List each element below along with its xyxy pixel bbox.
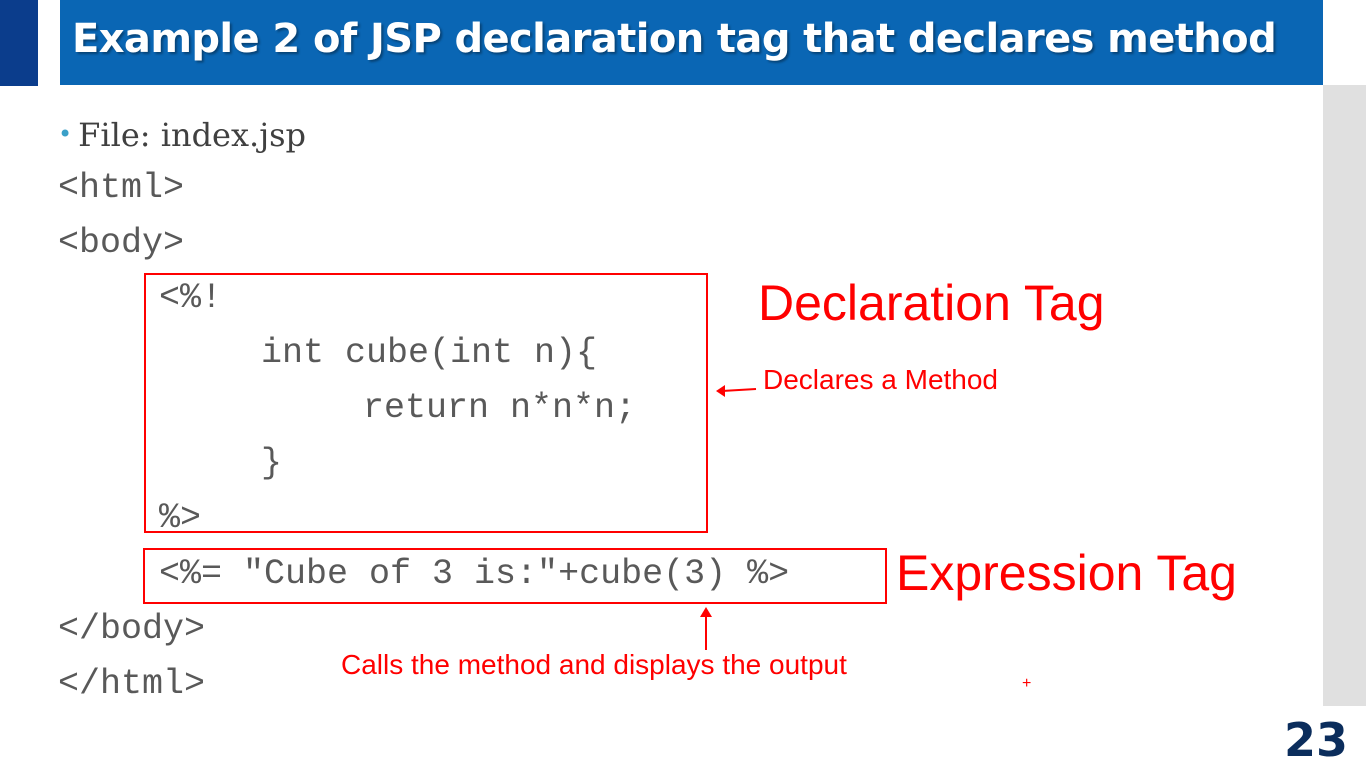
code-line-method-signature: int cube(int n){ bbox=[261, 333, 598, 373]
title-bar bbox=[60, 0, 1323, 85]
code-line-html-close: </html> bbox=[58, 664, 206, 704]
code-line-body-close: </body> bbox=[58, 609, 206, 649]
cursor-plus-mark: + bbox=[1022, 675, 1032, 692]
expression-tag-label: Expression Tag bbox=[896, 545, 1237, 601]
declaration-tag-label: Declaration Tag bbox=[758, 275, 1105, 331]
declares-method-label: Declares a Method bbox=[763, 364, 999, 395]
code-line-body-open: <body> bbox=[58, 223, 185, 263]
file-label: File: index.jsp bbox=[78, 116, 307, 154]
file-bullet: •File: index.jsp bbox=[58, 114, 306, 159]
expression-highlight-box bbox=[143, 548, 887, 604]
code-line-return: return n*n*n; bbox=[363, 388, 637, 428]
calls-method-label: Calls the method and displays the output bbox=[341, 649, 847, 680]
code-line-close-brace: } bbox=[261, 443, 283, 483]
page-number: 23 bbox=[1283, 713, 1348, 767]
calls-arrow-icon bbox=[700, 607, 712, 650]
slide-title: Example 2 of JSP declaration tag that de… bbox=[72, 16, 1277, 62]
left-accent-bar bbox=[0, 0, 38, 86]
code-line-declaration-open: <%! bbox=[159, 278, 223, 318]
code-line-html-open: <html> bbox=[58, 168, 185, 208]
bullet-dot-icon: • bbox=[58, 120, 73, 148]
side-panel bbox=[1323, 85, 1366, 706]
declares-arrow-icon bbox=[716, 385, 757, 397]
code-line-expression: <%= "Cube of 3 is:"+cube(3) %> bbox=[159, 554, 790, 594]
declaration-highlight-box bbox=[144, 273, 708, 533]
